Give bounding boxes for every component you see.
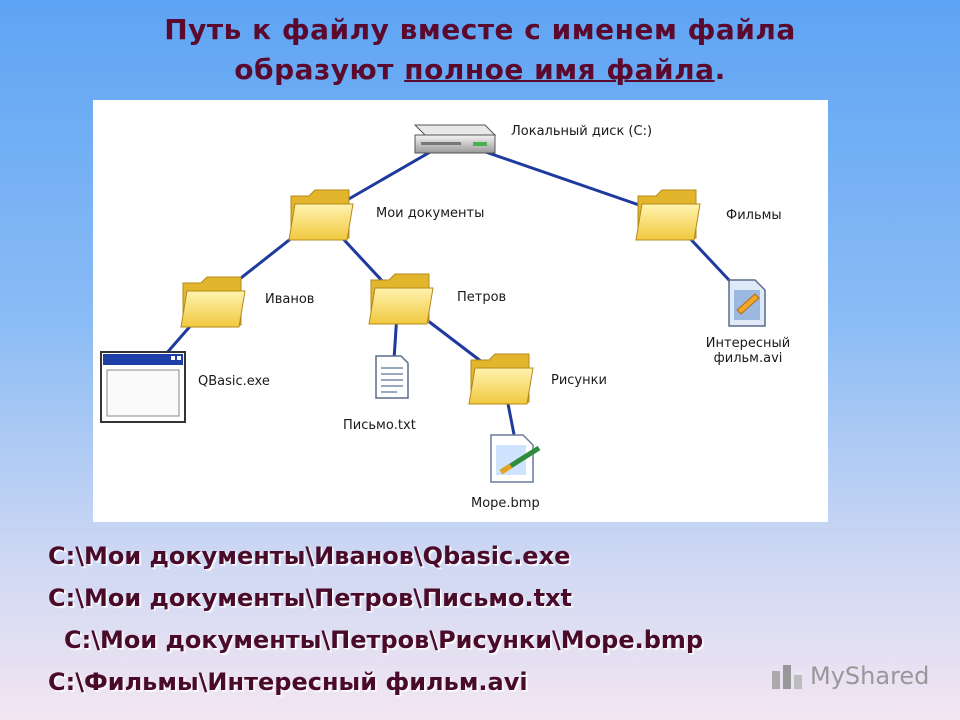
video-file-icon xyxy=(728,279,766,327)
label-movie-line-1: Интересный xyxy=(705,336,791,351)
myshared-watermark: MyShared xyxy=(770,656,929,696)
label-movie-line-2: фильм.avi xyxy=(713,351,783,366)
full-path-sea: C:\Мои документы\Петров\Рисунки\Море.bmp xyxy=(64,626,704,654)
full-filename-term: полное имя файла xyxy=(404,53,715,86)
watermark-text: MyShared xyxy=(810,662,930,690)
label-my-documents: Мои документы xyxy=(376,206,485,221)
title-line-2-prefix: образуют xyxy=(234,53,405,86)
label-qbasic: QBasic.exe xyxy=(198,374,270,389)
application-window-icon xyxy=(100,351,186,423)
label-letter: Письмо.txt xyxy=(343,418,416,433)
folder-icon-petrov xyxy=(368,273,434,325)
text-document-icon xyxy=(375,355,409,399)
folder-icon-ivanov xyxy=(180,276,246,328)
full-path-movie: C:\Фильмы\Интересный фильм.avi xyxy=(48,668,528,696)
folder-icon-films xyxy=(635,189,701,241)
bitmap-image-icon xyxy=(490,434,541,483)
label-sea: Море.bmp xyxy=(471,496,540,511)
title-line-2-suffix: . xyxy=(714,53,726,86)
folder-icon-my-documents xyxy=(288,189,354,241)
hard-drive-icon xyxy=(413,124,497,154)
label-local-drive: Локальный диск (C:) xyxy=(511,124,653,139)
label-ivanov: Иванов xyxy=(265,292,315,307)
label-films: Фильмы xyxy=(726,208,782,223)
label-movie: Интересный фильм.avi xyxy=(685,336,811,366)
full-path-list: C:\Мои документы\Иванов\Qbasic.exe C:\Мо… xyxy=(48,535,928,703)
folder-icon-pictures xyxy=(468,353,534,405)
title-line-1: Путь к файлу вместе с именем файла xyxy=(164,13,796,46)
slide-title: Путь к файлу вместе с именем файла образ… xyxy=(0,10,960,90)
myshared-logo-icon xyxy=(772,665,802,689)
file-tree-graphics xyxy=(100,124,766,483)
full-path-qbasic: C:\Мои документы\Иванов\Qbasic.exe xyxy=(48,542,571,570)
label-petrov: Петров xyxy=(457,290,507,305)
label-pictures: Рисунки xyxy=(551,373,607,388)
title-line-2: образуют полное имя файла. xyxy=(0,50,960,90)
file-tree-diagram: Локальный диск (C:) Мои документы Фильмы… xyxy=(93,100,828,522)
full-path-letter: C:\Мои документы\Петров\Письмо.txt xyxy=(48,584,573,612)
